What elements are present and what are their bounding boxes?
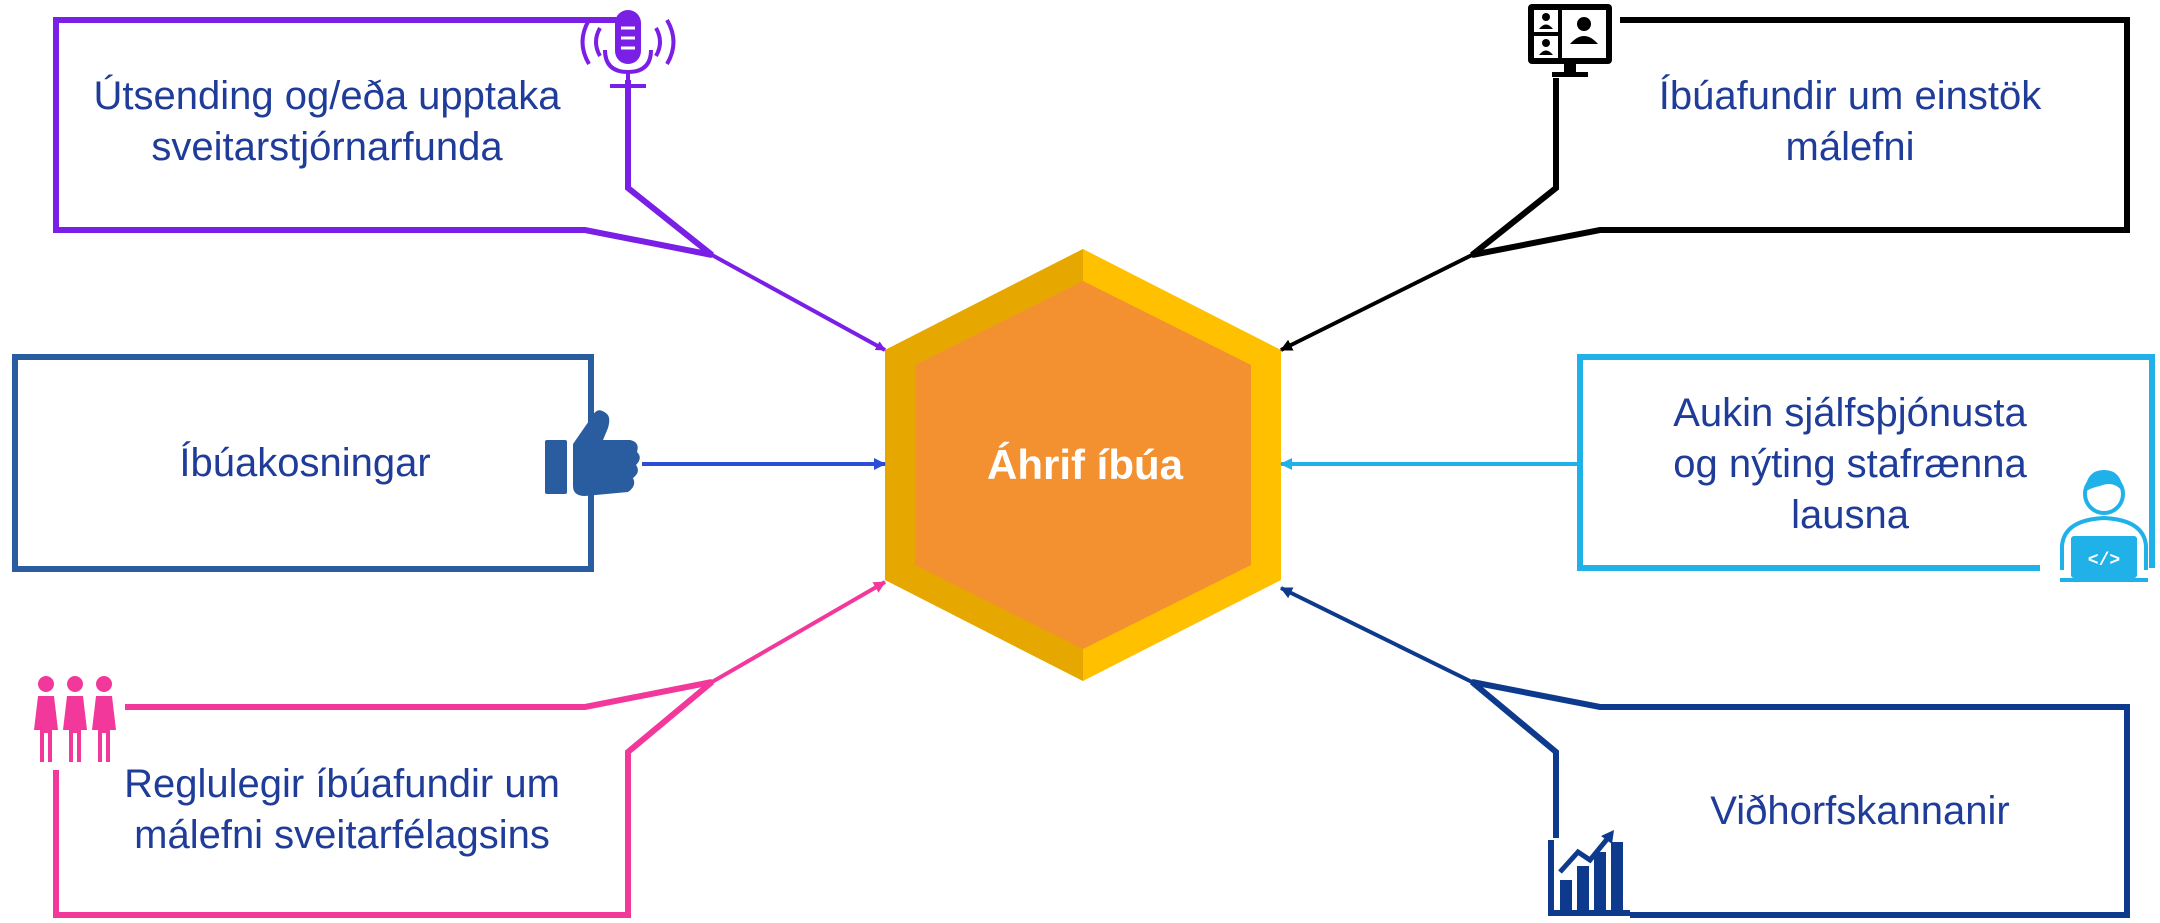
label-votes: Íbúakosningar	[60, 432, 550, 494]
thumbs-up-icon	[545, 410, 640, 496]
label-surveys: Viðhorfskannanir	[1640, 780, 2080, 842]
arrow-thematic-meetings	[1280, 253, 1473, 352]
callout-broadcast	[53, 17, 714, 258]
label-regular-meetings: Reglulegir íbúafundir um málefni sveitar…	[62, 760, 622, 860]
developer-laptop-icon: </>	[2060, 470, 2148, 582]
svg-text:</>: </>	[2088, 551, 2120, 571]
label-thematic-meetings: Íbúafundir um einstök málefni	[1620, 72, 2080, 172]
bar-chart-growth-icon	[1548, 830, 1630, 916]
label-broadcast-line2: sveitarstjórnarfunda	[151, 125, 503, 169]
label-broadcast-line1: Útsending og/eða upptaka	[93, 74, 561, 118]
label-broadcast: Útsending og/eða upptaka sveitarstjórnar…	[62, 72, 592, 172]
label-votes-line1: Íbúakosningar	[179, 440, 431, 485]
callout-regular-meetings	[53, 679, 714, 918]
label-self-service-line3: lausna	[1791, 493, 1909, 537]
label-regular-meetings-line1: Reglulegir íbúafundir um	[124, 762, 560, 806]
center-hexagon	[885, 249, 1281, 681]
label-thematic-meetings-line1: Íbúafundir um einstök	[1658, 74, 2042, 118]
label-thematic-meetings-line2: málefni	[1785, 125, 1915, 169]
box-self-service	[1577, 354, 2155, 571]
label-surveys-line1: Viðhorfskannanir	[1710, 788, 2010, 833]
center-title: Áhrif íbúa	[987, 441, 1183, 488]
label-self-service-line1: Aukin sjálfsþjónusta	[1673, 391, 2027, 435]
callout-thematic-meetings	[1470, 17, 2130, 258]
arrow-regular-meetings	[710, 580, 887, 684]
label-self-service-line2: og nýting stafrænna	[1673, 442, 2027, 486]
label-self-service: Aukin sjálfsþjónusta og nýting stafrænna…	[1640, 387, 2060, 542]
podcast-microphone-icon	[580, 10, 676, 88]
video-conference-icon	[1528, 4, 1612, 77]
callout-surveys	[1470, 679, 2130, 918]
arrow-broadcast	[711, 253, 886, 352]
label-regular-meetings-line2: málefni sveitarfélagsins	[134, 813, 550, 857]
group-of-people-icon	[34, 676, 116, 762]
arrow-surveys	[1280, 586, 1473, 684]
